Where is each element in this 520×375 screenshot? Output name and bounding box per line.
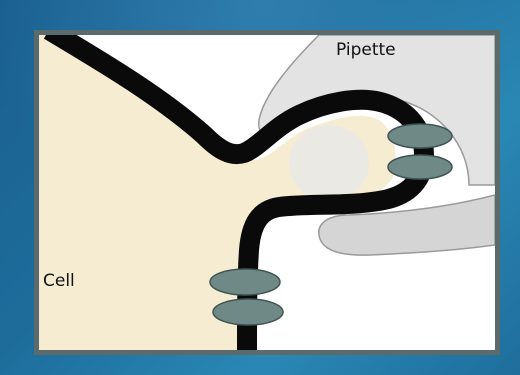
patch-interior — [289, 125, 369, 201]
cell-label: Cell — [43, 271, 75, 291]
channel-subunit-bottom — [213, 299, 283, 325]
diagram-frame: Pipette Cell — [34, 30, 500, 355]
patch-clamp-diagram — [39, 35, 495, 350]
channel-subunit-top — [210, 269, 280, 295]
channel-subunit-bottom — [388, 155, 452, 179]
channel-subunit-top — [388, 124, 452, 148]
pipette-label: Pipette — [336, 40, 396, 60]
